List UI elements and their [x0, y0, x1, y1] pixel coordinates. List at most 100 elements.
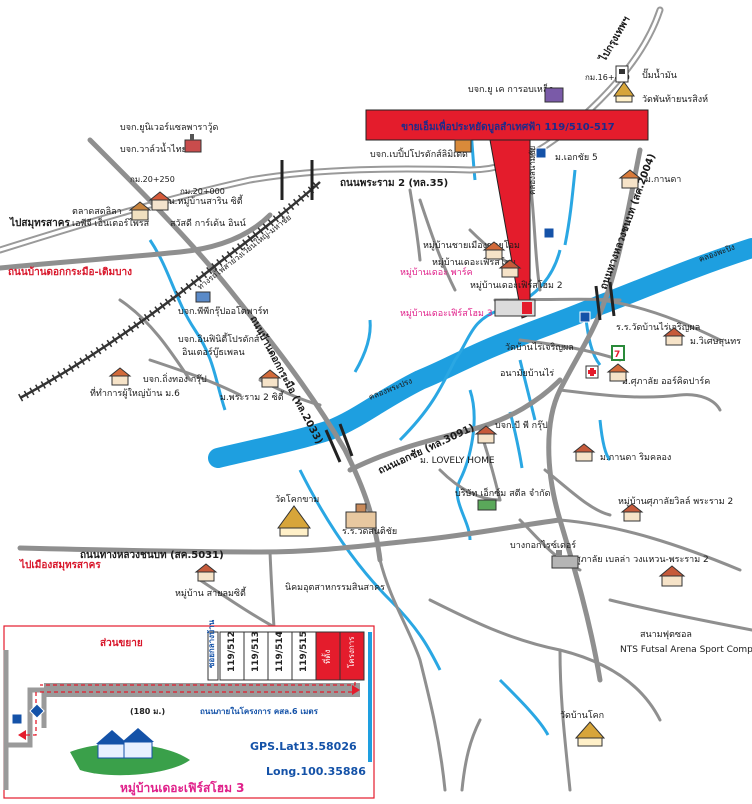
inset-title: ส่วนขยาย — [100, 637, 143, 649]
place-saikam: ม.วิเศษสุนทร — [690, 336, 741, 347]
to-bangkok-label: ไปกรุงเทพฯ — [596, 13, 633, 64]
map-markers: 7 — [108, 65, 686, 747]
rama2-label: ถนนพระราม 2 (ทล.35) — [340, 178, 448, 189]
factory-icon — [544, 87, 564, 103]
house-icon — [194, 563, 218, 582]
place-watsonthai: บจก.วาล์วน้ำไทย — [120, 142, 187, 155]
place-bppgroup: บจก.บี พี กรุ๊ป — [495, 420, 548, 431]
house-icon — [620, 503, 644, 522]
place-wat-rai: วัดบ้านไร่เจริญผล — [505, 342, 574, 353]
place-nikom: นิคมอุตสาหกรรมสินสาคร — [285, 582, 385, 593]
route-marker-icon — [543, 227, 555, 239]
to-samut-label: ไปสมุทรสาคร — [9, 216, 70, 229]
factory-icon — [551, 550, 579, 569]
place-supalai-market: ศูภาลัย เบลล่า วงแหวน-พระราม 2 — [575, 555, 709, 565]
ekachai-label: ถนนเอกชัย (ทล.3091) — [376, 422, 476, 477]
place-stadium: สนามฟุตซอล — [640, 630, 692, 640]
canal-label-3: คลองสนามชัย — [528, 146, 537, 195]
place-pink2: หมู่บ้านเดอะเฟิร์สโฮม 3 — [400, 307, 493, 319]
place-fuel: ปั๊มน้ำมัน — [642, 68, 677, 81]
place-subali: หมู่บ้านศุภาลัยวิลล์ พระราม 2 — [618, 495, 733, 507]
svg-text:7: 7 — [614, 350, 620, 360]
house-icon — [128, 201, 152, 221]
plot-119-514: 119/514 — [275, 631, 285, 672]
place-tamchang: บจก.ถิ่งทอง กรุ๊ป — [143, 372, 207, 385]
plot-119-513: 119/513 — [251, 631, 261, 672]
house-icon — [474, 425, 498, 444]
project-location-icon — [494, 299, 536, 317]
railway-line — [18, 179, 323, 402]
place-watphan: วัดพันท้ายนรสิงห์ — [642, 93, 708, 105]
house-icon — [498, 259, 522, 278]
place-moonbaan3: หมู่บ้านเดอะเฟิร์สโฮม 2 — [470, 279, 563, 291]
inset-distance: (180 ม.) — [130, 707, 165, 716]
place-kanda: ม.กานดา — [645, 175, 681, 185]
inset-road-name: ถนนภายในโครงการ คสล.6 เมตร — [200, 706, 319, 716]
house-icon — [258, 369, 282, 388]
place-phetkasem: บจก.พีพีกรุ๊ปออโตพาร์ท — [178, 305, 268, 317]
house-icon — [108, 367, 132, 386]
house-icon — [572, 443, 596, 462]
factory-icon — [184, 134, 202, 153]
banner-text: ขายเอ็มเพื่อประหยัดบูลสำเทศฟ้า 119/510-5… — [401, 119, 615, 134]
temple-icon — [613, 81, 635, 103]
fuel-icon — [615, 65, 629, 83]
km-20-250-label: กม.20+250 — [130, 175, 175, 184]
kalaburi-label: ถนนบ้านดอกกระมือ-เติมบาง — [8, 266, 132, 278]
place-unilever: บจก.ยูนิเวอร์แซลพาราวู้ด — [120, 121, 218, 133]
place-nts: NTS Futsal Arena Sport Complex — [620, 645, 752, 655]
place-labels: บจก.ยูนิเวอร์แซลพาราวู้ด บจก.วาล์วน้ำไทย… — [72, 68, 752, 721]
project-name: หมู่บ้านเดอะเฟิร์สโฮม 3 — [120, 780, 245, 796]
place-ekachai5: ม.เอกชัย 5 — [555, 153, 598, 163]
place-lovely: ม. LOVELY HOME — [420, 456, 495, 466]
plot-red-1: ที่ตั้ง — [321, 650, 332, 664]
place-sawadee: สวัสดี การ์เด้น อินน์ — [170, 217, 246, 229]
route-marker-icon — [29, 703, 45, 719]
plot-119-515: 119/515 — [299, 631, 309, 672]
project-logo-icon — [70, 728, 190, 776]
thin-canals — [148, 119, 612, 736]
place-rama2city: ม.พระราม 2 ซิตี้ — [220, 390, 285, 403]
km-16-400-label: กม.16+400 — [585, 73, 630, 82]
place-infinity: บจก.อินฟินิตี้โปรดักส์ — [178, 332, 260, 345]
main-canal — [208, 238, 752, 468]
plot-119-512: 119/512 — [227, 631, 237, 672]
place-wat-khok: วัดโคกขาม — [275, 494, 319, 505]
place-sinn: สน.หมู่บ้านสาริน ซิตี้ — [163, 194, 244, 207]
location-banner: ขายเอ็มเพื่อประหยัดบูลสำเทศฟ้า 119/510-5… — [365, 109, 649, 319]
place-pink1: หมู่บ้านเดอะ พาร์ค — [400, 266, 473, 278]
factory-icon — [195, 291, 211, 303]
route-marker-icon — [11, 713, 23, 725]
place-mpuklai: ม.ศุภาลัย ออร์คิดปาร์ค — [622, 375, 710, 387]
km-20-000-label: กม.20+000 — [180, 187, 225, 196]
place-wat-ban-khok: วัดบ้านโคก — [560, 710, 604, 721]
place-anamai: อนามัยบ้านไร่ — [500, 368, 554, 379]
temple-icon — [277, 505, 311, 537]
detail-inset: ส่วนขยาย ซอยกลางบ้าน 119/512 119/513 119… — [3, 619, 375, 799]
place-moonbaan: หมู่บ้านชายเมืองซอยโอม — [423, 240, 520, 251]
factory-icon — [477, 499, 497, 511]
place-talad: ตลาดสดลิลา — [72, 206, 122, 217]
place-kanda2: ม.กานดา ริมคลอง — [600, 452, 671, 463]
house-icon — [482, 241, 506, 260]
place-rongrian: ร.ร.วัดบ้านไร่เจริญผล — [616, 322, 700, 333]
place-lbg: เอพีจี เอ็นเตอร์ไพรส์ — [72, 216, 150, 229]
to-samutsongkhram-label: ไปเมืองสมุทรสาคร — [19, 558, 101, 571]
place-bangkok-dec: บางกอกไรซ์เดอร์ — [510, 539, 576, 551]
gps-long: Long.100.35886 — [266, 765, 366, 778]
house-icon — [618, 169, 642, 189]
house-icon — [658, 565, 686, 587]
route-marker-icon — [579, 311, 591, 323]
house-icon — [148, 191, 172, 211]
plot-row: 119/512 119/513 119/514 119/515 ที่ตั้ง … — [219, 631, 365, 681]
place-school: ร.ร.วัดสันติชัย — [342, 526, 397, 537]
place-saiyama: หมู่บ้าน สายลมซิตี้ — [175, 586, 247, 599]
plot-red-2: โครงการ — [346, 636, 356, 668]
inset-vertical-road: ซอยกลางบ้าน — [206, 619, 216, 668]
house-icon — [606, 363, 630, 382]
temple-icon — [574, 721, 606, 747]
route-marker-icon — [535, 147, 547, 159]
luangchanbot-label: ถนนทางหลวงชนบท (สค.5031) — [80, 550, 224, 561]
place-phuyai: ที่ทำการผู้ใหญ่บ้าน ม.6 — [90, 386, 180, 399]
